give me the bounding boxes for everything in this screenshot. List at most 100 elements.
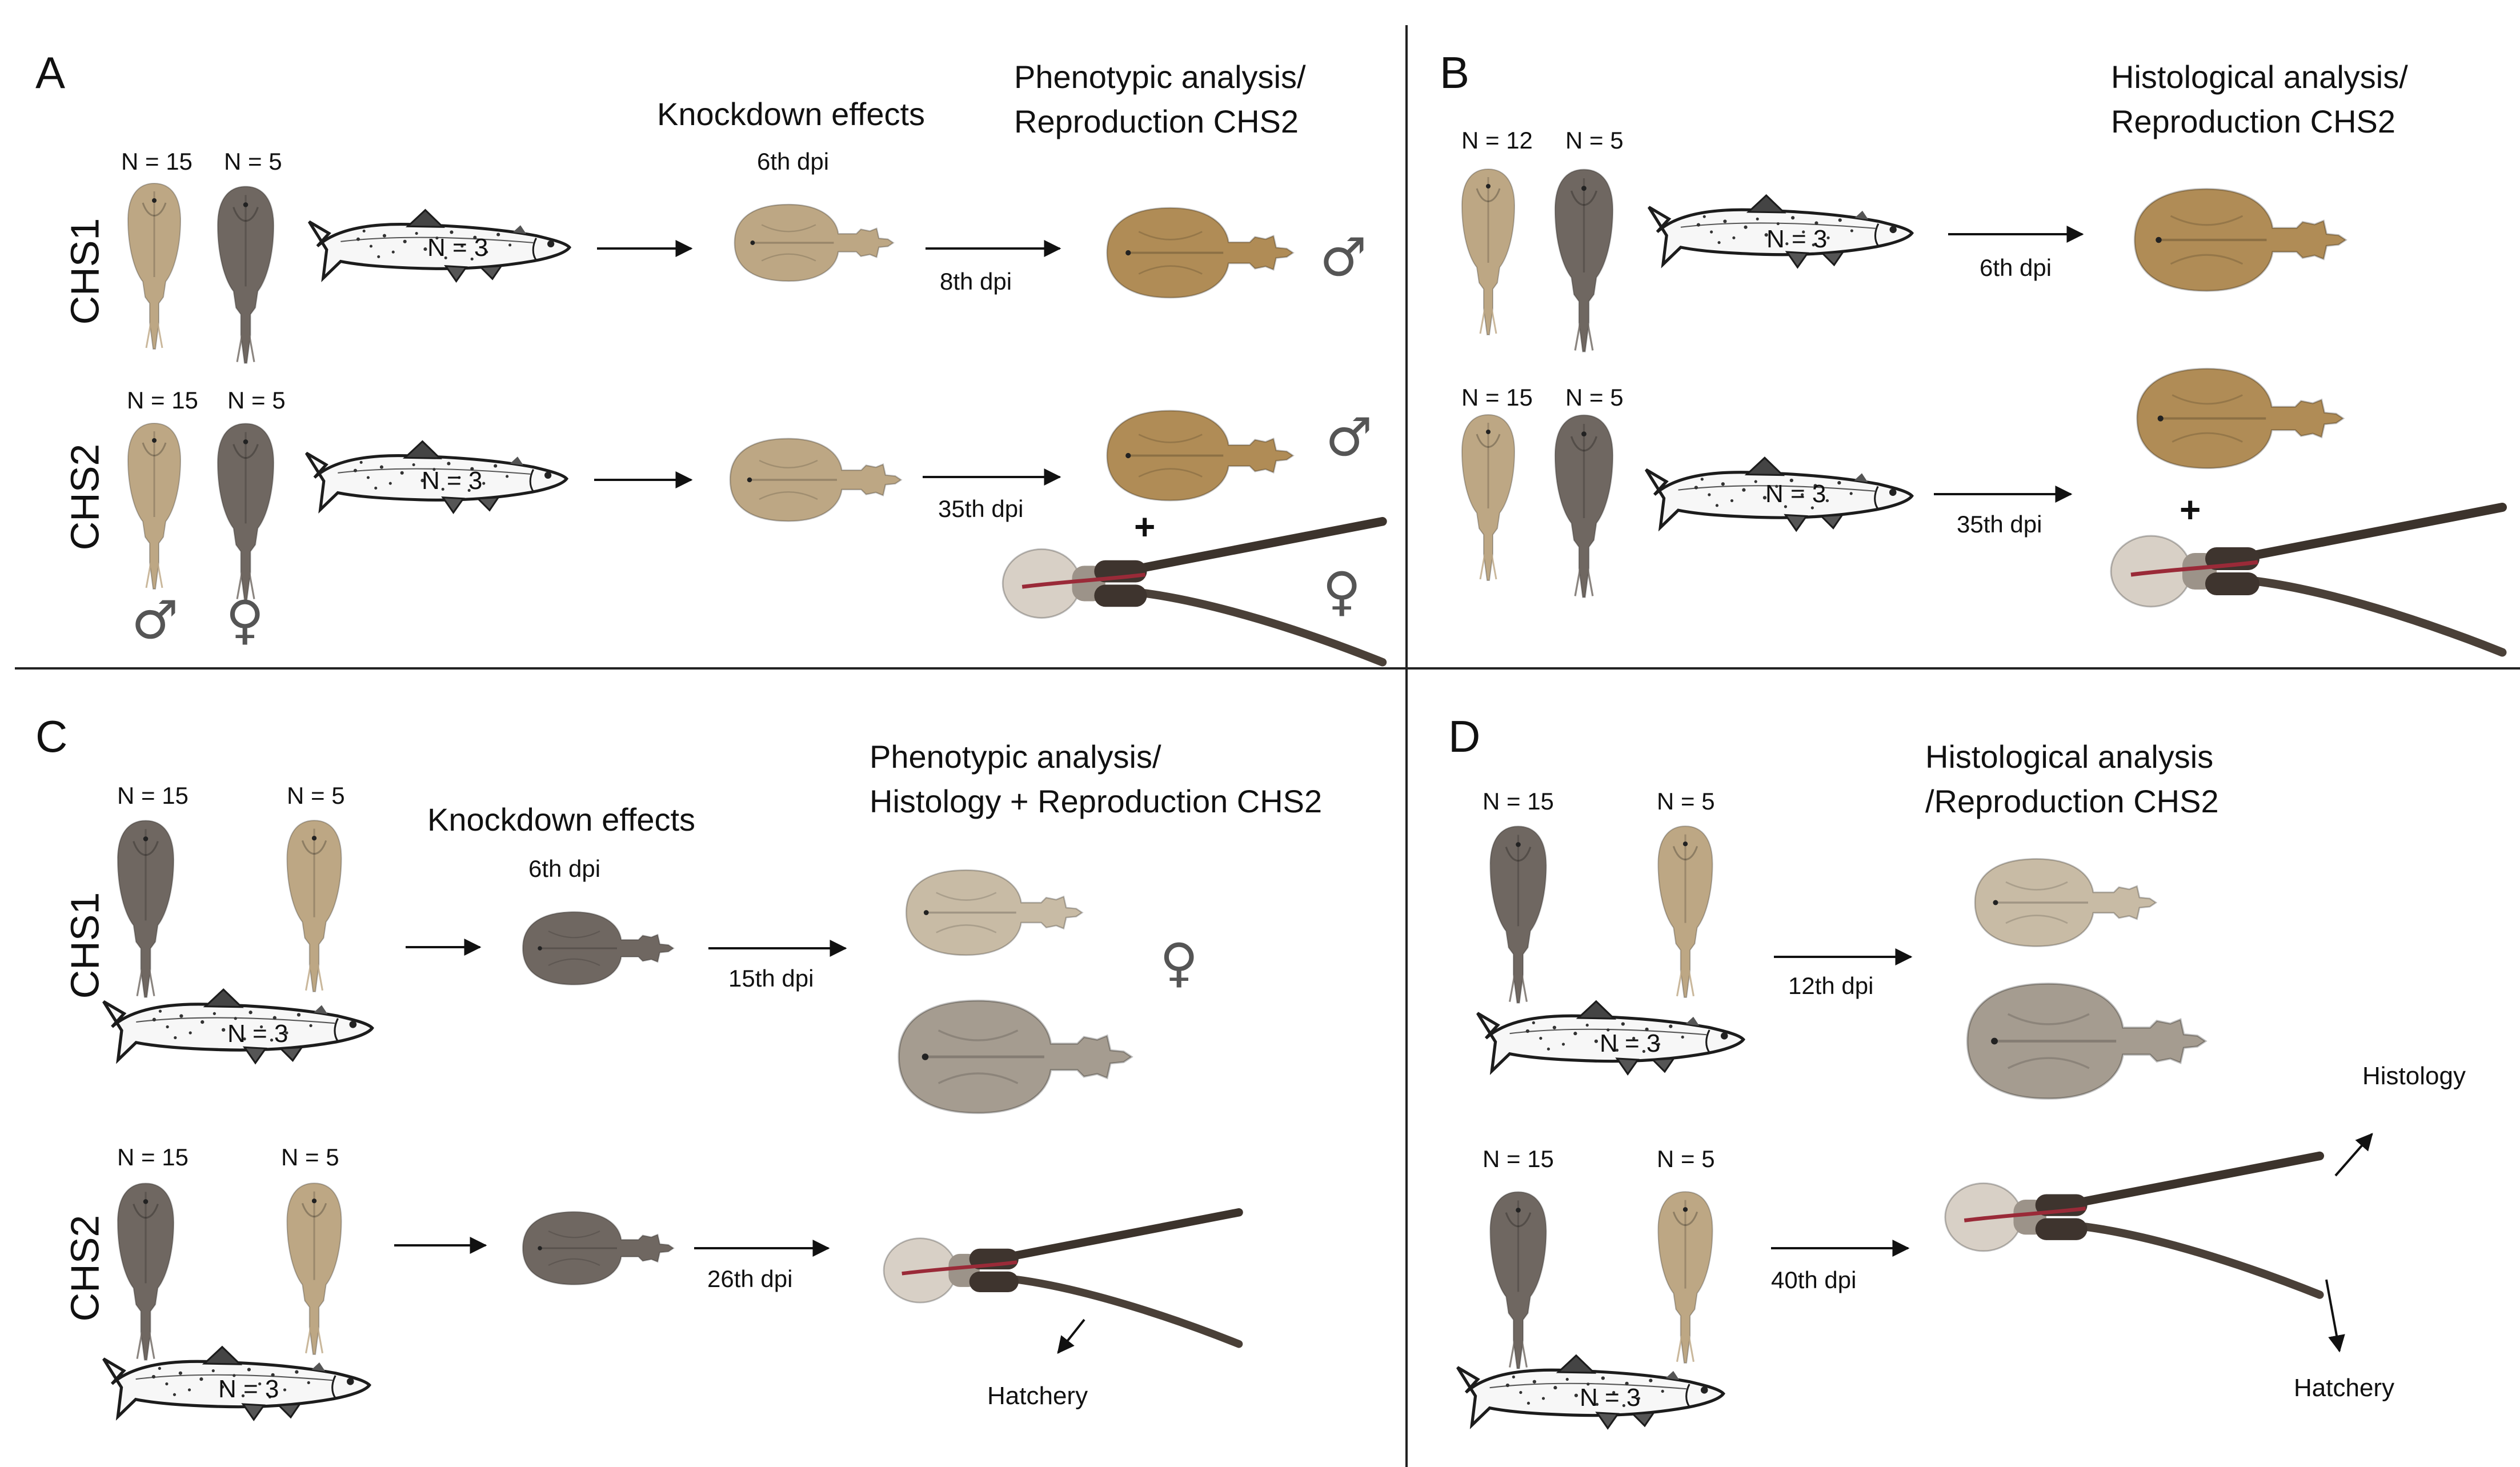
louse-icon [1105, 206, 1295, 299]
louse-icon [734, 203, 895, 282]
female-symbol: ♀ [1323, 561, 1361, 622]
louse-icon [1974, 857, 2157, 948]
panel-a-gene-chs2: CHS2 [62, 443, 107, 551]
louse-icon [118, 820, 174, 997]
panel-a-row1-n-left: N = 15 [121, 148, 193, 175]
panel-a-plus: + [1134, 506, 1156, 547]
louse-icon [1461, 414, 1516, 582]
panel-c-row2-dpi: 26th dpi [707, 1265, 793, 1292]
louse-icon [1657, 825, 1714, 999]
louse-icon [286, 819, 343, 993]
panel-c-row2-fish-n: N = 3 [218, 1375, 279, 1403]
panel-a-gene-chs1: CHS1 [62, 218, 107, 325]
male-symbol: ♂ [1320, 227, 1367, 288]
louse-icon [286, 1182, 343, 1356]
panel-c-heading-line2: Histology + Reproduction CHS2 [870, 783, 1323, 819]
louse-icon [218, 423, 274, 600]
male-symbol: ♂ [131, 590, 179, 651]
louse-icon [2135, 189, 2346, 291]
male-symbol: ♂ [1325, 407, 1373, 468]
louse-icon [905, 869, 1084, 956]
louse-icon [2111, 507, 2502, 652]
louse-icon [729, 438, 902, 522]
panel-c-row1-n-left: N = 15 [117, 782, 189, 809]
louse-icon [1461, 168, 1516, 336]
panel-a-heading-line1: Phenotypic analysis/ [1014, 59, 1306, 95]
panel-c-hatchery-label: Hatchery [987, 1382, 1088, 1410]
louse-icon [1490, 1192, 1546, 1368]
panel-b-row1-dpi: 6th dpi [1980, 254, 2052, 281]
louse-icon [1555, 415, 1613, 598]
panel-d-row1-fish-n: N = 3 [1600, 1029, 1661, 1057]
louse-icon [1490, 826, 1546, 1003]
panel-b-row2-fish-n: N = 3 [1765, 480, 1826, 508]
female-symbol: ♀ [1160, 932, 1199, 993]
panel-c-letter: C [35, 711, 68, 761]
louse-icon [1968, 984, 2206, 1099]
panel-a-heading-knockdown: Knockdown effects [657, 96, 926, 132]
panel-d-artwork [1457, 825, 2373, 1428]
panel-d-row2-n-right: N = 5 [1657, 1145, 1715, 1172]
louse-icon [522, 1211, 675, 1286]
panel-c-row1-dpi: 15th dpi [728, 965, 814, 992]
panel-d-row1-n-left: N = 15 [1483, 788, 1554, 815]
panel-a-heading-line2: Reproduction CHS2 [1014, 103, 1299, 139]
panel-b-plus: + [2180, 489, 2201, 530]
louse-icon [218, 186, 274, 363]
louse-icon [1945, 1156, 2320, 1294]
panel-c-heading-line1: Phenotypic analysis/ [870, 739, 1161, 775]
panel-a-letter: A [35, 47, 66, 98]
arrow-icon [2334, 1133, 2373, 1177]
arrow-icon [1057, 1318, 1085, 1354]
panel-b-row2-n-right: N = 5 [1565, 384, 1624, 411]
panel-b-row1-fish-n: N = 3 [1766, 225, 1828, 253]
panel-d-heading-line2: /Reproduction CHS2 [1925, 783, 2219, 819]
louse-icon [127, 422, 182, 590]
louse-icon [127, 182, 182, 350]
panel-c-row1-fish-n: N = 3 [227, 1020, 289, 1048]
panel-b-heading-line1: Histological analysis/ [2111, 59, 2408, 95]
panel-c-timepoint: 6th dpi [528, 855, 601, 882]
louse-icon [2137, 368, 2343, 468]
panel-a-timepoint: 6th dpi [757, 148, 830, 175]
panel-a-row2-dpi: 35th dpi [938, 495, 1024, 522]
louse-icon [899, 1001, 1132, 1113]
panel-c-gene-chs1: CHS1 [62, 892, 107, 999]
louse-icon [118, 1183, 174, 1360]
louse-icon [522, 911, 675, 986]
louse-icon [1105, 409, 1295, 502]
panel-a-row1-n-right: N = 5 [224, 148, 282, 175]
panel-d-row2-fish-n: N = 3 [1580, 1384, 1641, 1412]
panel-c-row2-n-right: N = 5 [281, 1144, 339, 1171]
panel-b-artwork [1461, 168, 2502, 652]
panel-d-row1-n-right: N = 5 [1657, 788, 1715, 815]
louse-icon [1657, 1191, 1714, 1364]
panel-d-histology-label: Histology [2362, 1062, 2466, 1090]
panel-d-row2-dpi: 40th dpi [1771, 1266, 1857, 1293]
panel-c-heading-knockdown: Knockdown effects [427, 801, 696, 837]
panel-a-row2-n-left: N = 15 [127, 387, 198, 414]
panel-c-artwork [103, 820, 1239, 1420]
panel-c-row2-n-left: N = 15 [117, 1144, 189, 1171]
panel-b-row2-n-left: N = 15 [1461, 384, 1533, 411]
panel-a-row1-fish-n: N = 3 [427, 234, 488, 262]
panel-d-row2-n-left: N = 15 [1483, 1145, 1554, 1172]
louse-icon [884, 1212, 1239, 1344]
panel-d-letter: D [1448, 711, 1481, 761]
female-symbol: ♀ [226, 590, 265, 651]
louse-icon [1555, 170, 1613, 352]
panel-b-row1-n-right: N = 5 [1565, 127, 1624, 154]
panel-b-row1-n-left: N = 12 [1461, 127, 1533, 154]
panel-d-heading-line1: Histological analysis [1925, 739, 2214, 775]
panel-c-gene-chs2: CHS2 [62, 1215, 107, 1322]
panel-d-hatchery-label: Hatchery [2294, 1374, 2395, 1402]
panel-a-artwork [127, 182, 1383, 662]
panel-b-row2-dpi: 35th dpi [1957, 511, 2042, 538]
panel-b-heading-line2: Reproduction CHS2 [2111, 103, 2396, 139]
panel-a-row1-dpi: 8th dpi [940, 268, 1012, 295]
panel-b-letter: B [1440, 47, 1470, 98]
arrow-icon [2325, 1279, 2345, 1353]
panel-a-row2-fish-n: N = 3 [422, 467, 483, 495]
